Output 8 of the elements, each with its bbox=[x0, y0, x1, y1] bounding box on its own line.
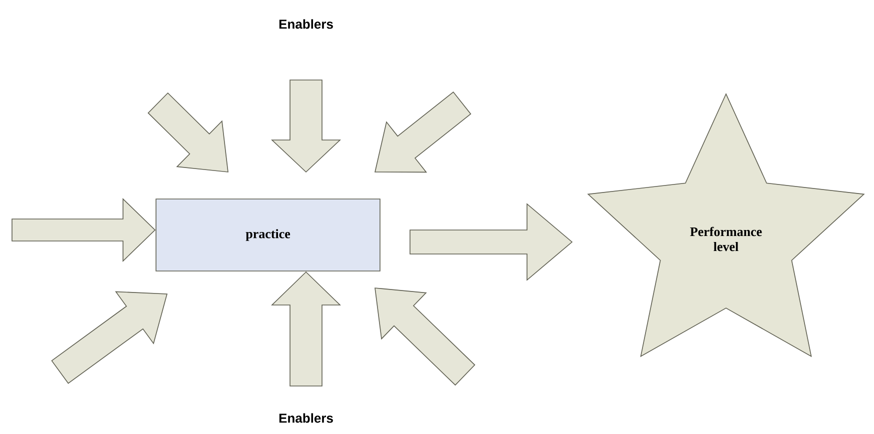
heading-label: Enablers bbox=[279, 413, 333, 423]
block-arrow bbox=[51, 291, 168, 384]
block-arrow bbox=[271, 80, 342, 173]
process-box: practice bbox=[156, 198, 380, 272]
block-arrow bbox=[410, 203, 573, 281]
block-arrow bbox=[271, 271, 341, 386]
heading-label: Enablers bbox=[279, 19, 333, 29]
block-arrow bbox=[12, 198, 156, 262]
